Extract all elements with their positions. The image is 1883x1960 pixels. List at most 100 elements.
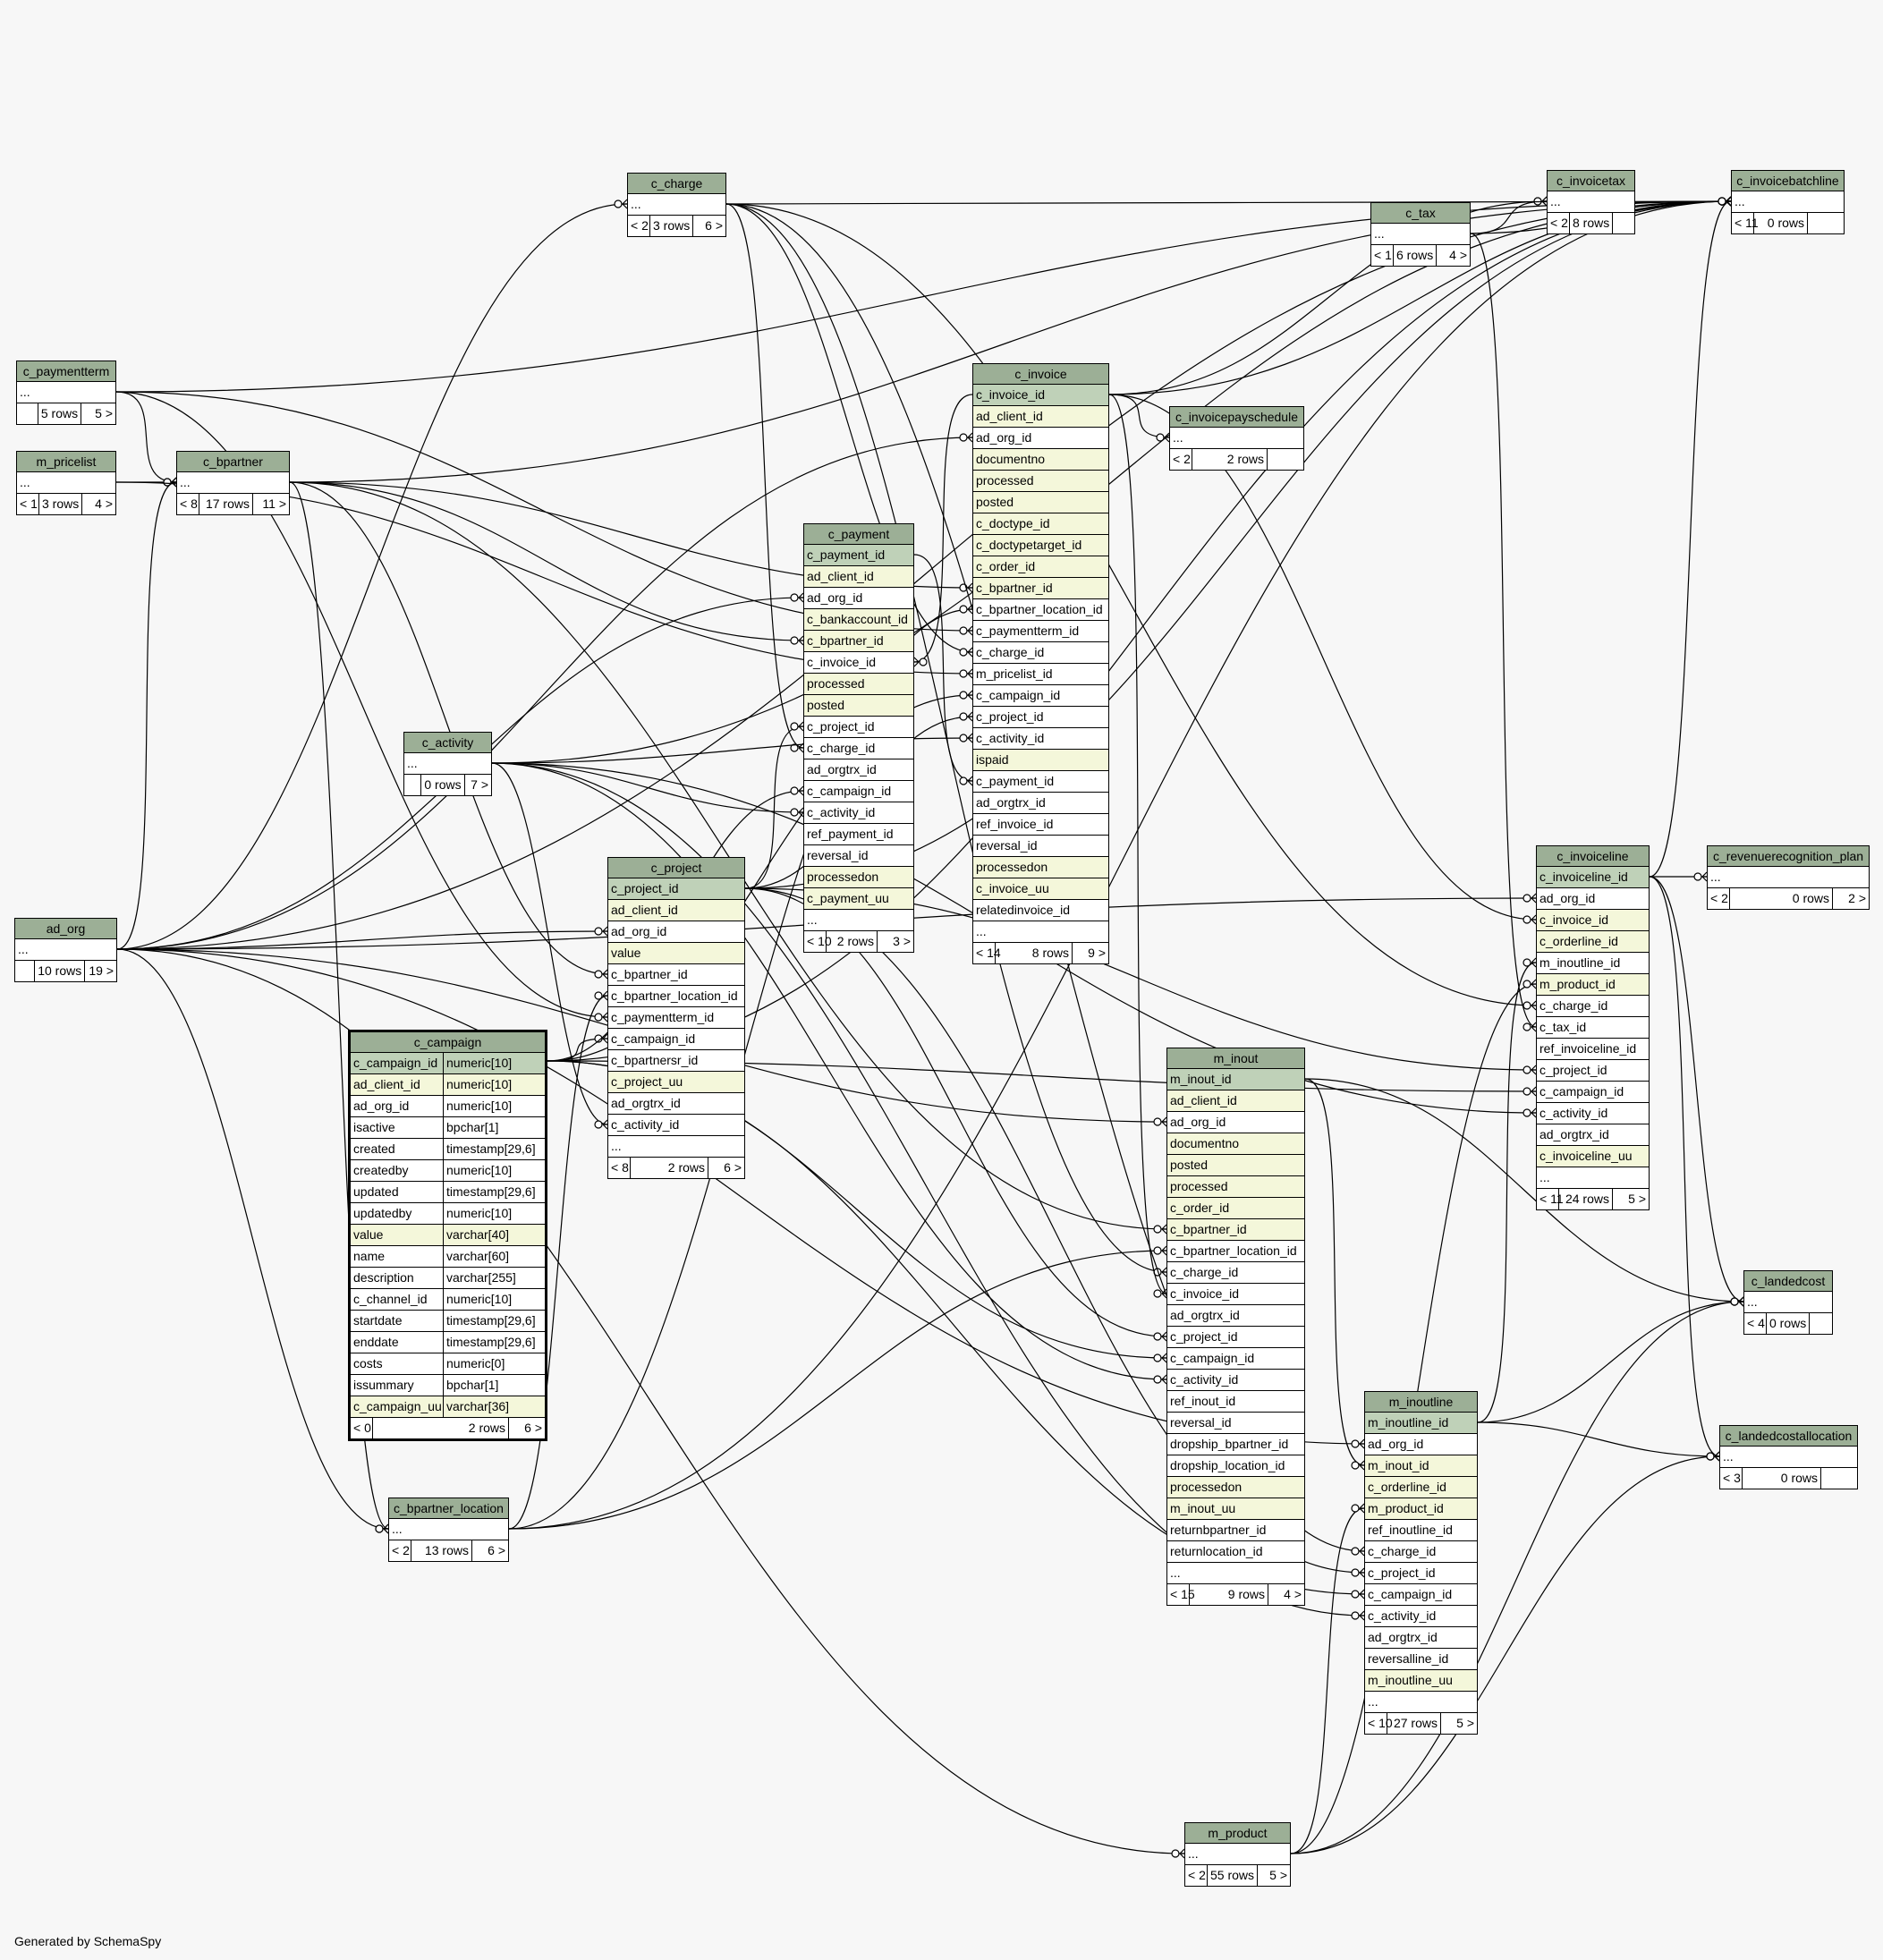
column-row[interactable]: ad_client_id <box>608 900 744 921</box>
column-row[interactable]: ... <box>1371 224 1470 245</box>
column-row[interactable]: c_campaign_id <box>1537 1082 1649 1103</box>
column-row[interactable]: reversal_id <box>973 836 1108 857</box>
column-row[interactable]: processedon <box>804 867 913 888</box>
column-row[interactable]: c_payment_id <box>973 771 1108 793</box>
column-row[interactable]: ... <box>389 1519 508 1540</box>
column-row[interactable]: c_bpartner_id <box>608 964 744 986</box>
column-row[interactable]: processedon <box>973 857 1108 878</box>
column-row[interactable]: c_project_id <box>608 878 744 900</box>
table-title[interactable]: c_bpartner_location <box>389 1498 508 1519</box>
column-row[interactable]: ... <box>1167 1563 1304 1584</box>
column-row[interactable]: posted <box>1167 1155 1304 1176</box>
column-row[interactable]: m_inoutline_id <box>1537 953 1649 974</box>
table-title[interactable]: c_revenuerecognition_plan <box>1708 846 1869 867</box>
column-row[interactable]: c_doctype_id <box>973 513 1108 535</box>
column-row[interactable]: c_order_id <box>973 556 1108 578</box>
table-title[interactable]: c_landedcost <box>1744 1271 1832 1292</box>
column-row[interactable]: c_activity_id <box>1167 1370 1304 1391</box>
column-row[interactable]: returnbpartner_id <box>1167 1520 1304 1541</box>
column-row[interactable]: c_activity_id <box>973 728 1108 750</box>
column-row[interactable]: c_paymentterm_id <box>608 1007 744 1029</box>
column-row[interactable]: c_invoice_uu <box>973 878 1108 900</box>
column-row[interactable]: m_product_id <box>1537 974 1649 996</box>
table-title[interactable]: c_payment <box>804 524 913 545</box>
column-row[interactable]: c_bpartner_location_id <box>608 986 744 1007</box>
column-row[interactable]: c_project_id <box>804 717 913 738</box>
column-row[interactable]: ad_orgtrx_id <box>608 1093 744 1115</box>
column-row[interactable]: ad_client_id <box>804 566 913 588</box>
column-row[interactable]: c_campaign_id <box>973 685 1108 707</box>
column-row[interactable]: c_activity_id <box>1537 1103 1649 1124</box>
column-row[interactable]: c_charge_id <box>1365 1541 1477 1563</box>
column-row[interactable]: ad_org_id <box>804 588 913 609</box>
column-row[interactable]: ... <box>1548 191 1634 213</box>
column-row[interactable]: processed <box>1167 1176 1304 1198</box>
column-row[interactable]: ref_invoiceline_id <box>1537 1039 1649 1060</box>
column-row[interactable]: ad_client_id <box>1167 1090 1304 1112</box>
column-row[interactable]: c_campaign_id <box>1365 1584 1477 1606</box>
table-title[interactable]: c_invoicebatchline <box>1732 171 1844 191</box>
column-row[interactable]: c_invoiceline_id <box>1537 867 1649 888</box>
column-row[interactable]: c_project_id <box>973 707 1108 728</box>
column-row[interactable]: ... <box>1537 1167 1649 1189</box>
column-row[interactable]: c_activity_id <box>608 1115 744 1136</box>
column-row[interactable]: c_project_uu <box>608 1072 744 1093</box>
column-row[interactable]: ispaid <box>973 750 1108 771</box>
column-row[interactable]: ad_orgtrx_id <box>1537 1124 1649 1146</box>
column-row[interactable]: ... <box>1720 1447 1857 1468</box>
column-row[interactable]: c_bpartnersr_id <box>608 1050 744 1072</box>
column-row[interactable]: c_charge_id <box>973 642 1108 664</box>
table-title[interactable]: c_landedcostallocation <box>1720 1426 1857 1447</box>
table-title[interactable]: c_charge <box>628 174 725 194</box>
table-title[interactable]: c_tax <box>1371 203 1470 224</box>
table-title[interactable]: c_project <box>608 858 744 878</box>
column-row[interactable]: processedon <box>1167 1477 1304 1498</box>
column-row[interactable]: processed <box>804 674 913 695</box>
column-row[interactable]: ... <box>804 910 913 931</box>
column-row[interactable]: ref_invoice_id <box>973 814 1108 836</box>
table-title[interactable]: c_campaign <box>351 1032 545 1053</box>
column-row[interactable]: m_pricelist_id <box>973 664 1108 685</box>
column-row[interactable]: reversal_id <box>1167 1413 1304 1434</box>
column-row[interactable]: ad_orgtrx_id <box>1167 1305 1304 1327</box>
table-title[interactable]: ad_org <box>15 919 116 939</box>
column-row[interactable]: c_invoice_id <box>804 652 913 674</box>
column-row[interactable]: ref_inout_id <box>1167 1391 1304 1413</box>
column-row[interactable]: ... <box>404 753 491 775</box>
column-row[interactable]: c_campaign_id <box>1167 1348 1304 1370</box>
column-row[interactable]: ad_org_id <box>1167 1112 1304 1133</box>
column-row[interactable]: ... <box>1744 1292 1832 1313</box>
column-row[interactable]: ... <box>973 921 1108 943</box>
column-row[interactable]: ... <box>628 194 725 216</box>
table-title[interactable]: c_invoiceline <box>1537 846 1649 867</box>
column-row[interactable]: c_bankaccount_id <box>804 609 913 631</box>
table-title[interactable]: m_product <box>1185 1823 1290 1844</box>
column-row[interactable]: c_payment_id <box>804 545 913 566</box>
column-row[interactable]: dropship_location_id <box>1167 1455 1304 1477</box>
column-row[interactable]: reversalline_id <box>1365 1649 1477 1670</box>
column-row[interactable]: c_charge_id <box>1537 996 1649 1017</box>
column-row[interactable]: c_project_id <box>1537 1060 1649 1082</box>
column-row[interactable]: relatedinvoice_id <box>973 900 1108 921</box>
column-row[interactable]: c_campaign_id <box>608 1029 744 1050</box>
column-row[interactable]: m_inoutline_uu <box>1365 1670 1477 1692</box>
